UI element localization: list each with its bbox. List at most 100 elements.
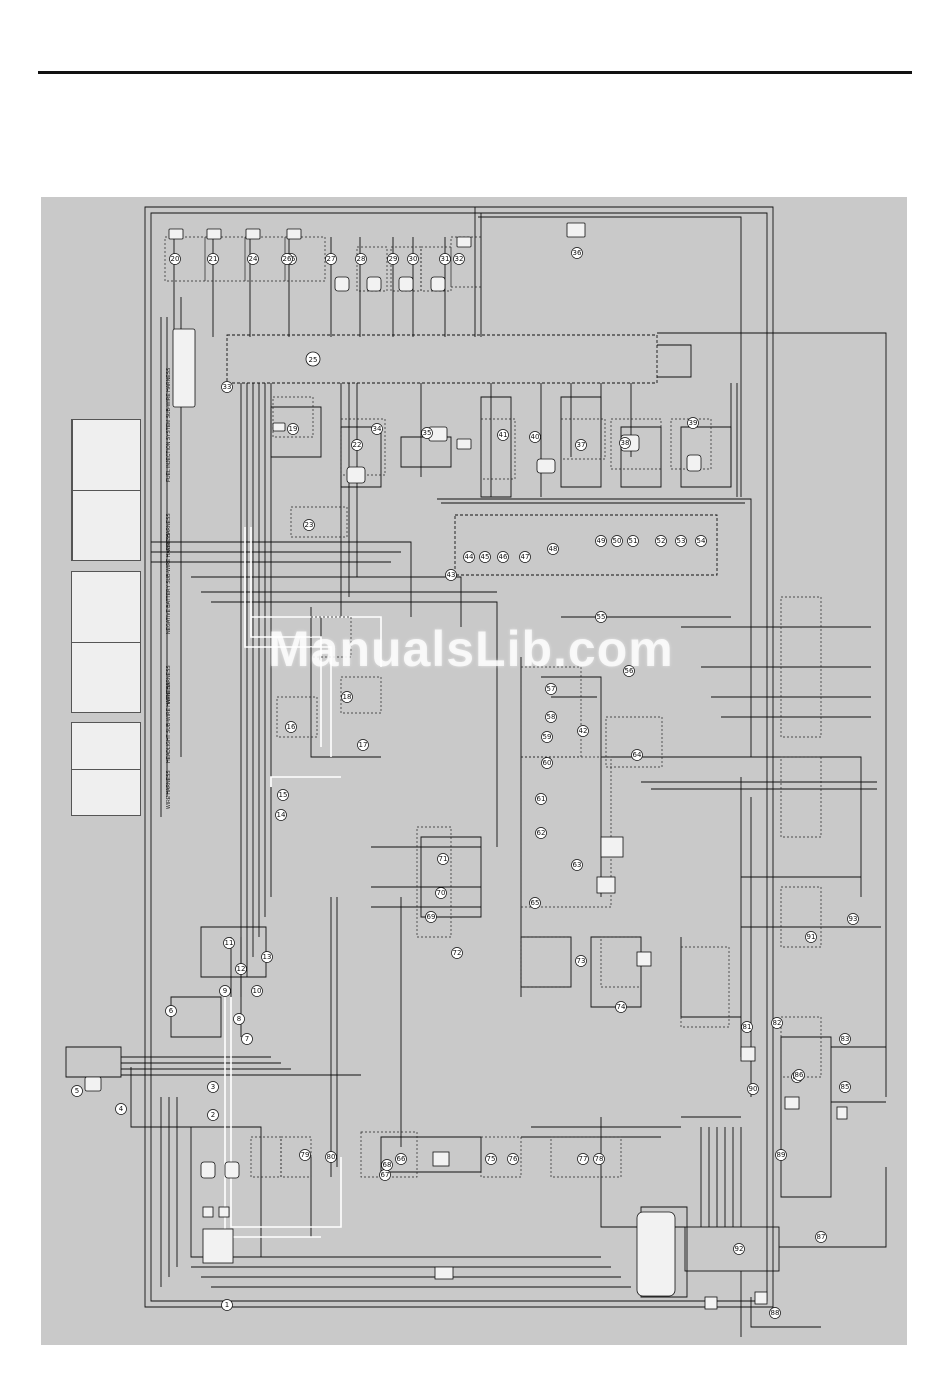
component-number: 58 (547, 713, 556, 721)
component-number: 69 (427, 913, 436, 921)
component-callout-19: 19 (287, 423, 299, 435)
component-callout-31: 31 (439, 253, 451, 265)
component-callout-17: 17 (357, 739, 369, 751)
component-number: 81 (743, 1023, 752, 1031)
component-number: 14 (277, 811, 286, 819)
component-number: 88 (771, 1309, 780, 1317)
component-callout-8: 8 (233, 1013, 245, 1025)
legend-label-left: WIRE HARNESS (166, 770, 172, 809)
component-number: 15 (279, 791, 288, 799)
component-number: 3 (211, 1083, 215, 1091)
component-number: 22 (353, 441, 362, 449)
component-number: 40 (531, 433, 540, 441)
component-number: 4 (119, 1105, 124, 1113)
component-number: 21 (209, 255, 218, 263)
legend-divider (72, 769, 140, 770)
component-number: 44 (465, 553, 474, 561)
component-number: 13 (263, 953, 272, 961)
component-callout-36: 36 (571, 247, 583, 259)
component-callout-49: 49 (595, 535, 607, 547)
component-callout-1: 1 (221, 1299, 233, 1311)
component-number: 79 (301, 1151, 310, 1159)
component-number: 86 (795, 1071, 804, 1079)
component-boxes (164, 236, 822, 1178)
component-callout-71: 71 (437, 853, 449, 865)
component-number: 82 (773, 1019, 782, 1027)
component-callout-41: 41 (497, 429, 509, 441)
component-callout-51: 51 (627, 535, 639, 547)
component-number: 46 (499, 553, 508, 561)
component-callout-75: 75 (485, 1153, 497, 1165)
component-number: 2 (211, 1111, 215, 1119)
component-number: 74 (617, 1003, 626, 1011)
component-number: 89 (777, 1151, 786, 1159)
component-callout-3: 3 (207, 1081, 219, 1093)
component-number: 12 (237, 965, 246, 973)
wiring-diagram: 25 1234567891011121314151617181920212223… (65, 206, 887, 1337)
component-callout-28: 28 (355, 253, 367, 265)
component-number: 52 (657, 537, 666, 545)
component-number: 64 (633, 751, 642, 759)
component-number: 29 (389, 255, 398, 263)
component-callout-15: 15 (277, 789, 289, 801)
component-number: 78 (595, 1155, 604, 1163)
component-number: 70 (437, 889, 446, 897)
component-number: 7 (245, 1035, 249, 1043)
component-callout-29: 29 (387, 253, 399, 265)
component-number: 54 (697, 537, 706, 545)
component-callout-93: 93 (847, 913, 859, 925)
component-number: 1 (225, 1301, 229, 1309)
component-callout-20: 20 (169, 253, 181, 265)
component-number: 71 (439, 855, 448, 863)
legend-fuel-injection: WIRE HARNESS FUEL INJECTION SYSTEM SUB-W… (71, 368, 172, 561)
component-callout-59: 59 (541, 731, 553, 743)
legend-label-right: NEGATIVE BATTERY SUB-WIRE HARNESS (166, 533, 172, 634)
component-callout-78: 78 (593, 1153, 605, 1165)
component-callout-42: 42 (577, 725, 589, 737)
component-callout-60: 60 (541, 757, 553, 769)
component-callout-70: 70 (435, 887, 447, 899)
component-callout-35: 35 (421, 427, 433, 439)
component-number: 76 (509, 1155, 518, 1163)
component-callout-76: 76 (507, 1153, 519, 1165)
component-number: 83 (841, 1035, 850, 1043)
component-number: 9 (223, 987, 227, 995)
component-callout-44: 44 (463, 551, 475, 563)
component-number: 11 (225, 939, 234, 947)
component-number: 90 (749, 1085, 758, 1093)
component-number: 31 (441, 255, 450, 263)
component-callout-54: 54 (695, 535, 707, 547)
component-callout-7: 7 (241, 1033, 253, 1045)
component-callout-69: 69 (425, 911, 437, 923)
component-number: 92 (735, 1245, 744, 1253)
component-callout-92: 92 (733, 1243, 745, 1255)
component-callout-34: 34 (371, 423, 383, 435)
component-number: 32 (455, 255, 464, 263)
component-number: 67 (381, 1171, 390, 1179)
component-callout-48: 48 (547, 543, 559, 555)
component-number: 34 (373, 425, 382, 433)
ecu-number-circle (305, 351, 321, 367)
component-callout-39: 39 (687, 417, 699, 429)
component-callout-47: 47 (519, 551, 531, 563)
component-number: 38 (621, 439, 630, 447)
component-callout-38: 38 (619, 437, 631, 449)
watermark: ManualsLib.com (268, 621, 674, 677)
component-number: 41 (499, 431, 508, 439)
component-number: 55 (597, 613, 606, 621)
component-callout-4: 4 (115, 1103, 127, 1115)
component-callout-33: 33 (221, 381, 233, 393)
component-number: 73 (577, 957, 586, 965)
component-number: 23 (305, 521, 314, 529)
component-callout-56: 56 (623, 665, 635, 677)
component-callout-30: 30 (407, 253, 419, 265)
component-callout-2: 2 (207, 1109, 219, 1121)
component-number: 49 (597, 537, 606, 545)
component-callout-45: 45 (479, 551, 491, 563)
component-callout-46: 46 (497, 551, 509, 563)
component-number: 65 (531, 899, 540, 907)
component-callout-87: 87 (815, 1231, 827, 1243)
component-number: 61 (537, 795, 546, 803)
component-number: 56 (625, 667, 634, 675)
component-callout-86: 86 (793, 1069, 805, 1081)
